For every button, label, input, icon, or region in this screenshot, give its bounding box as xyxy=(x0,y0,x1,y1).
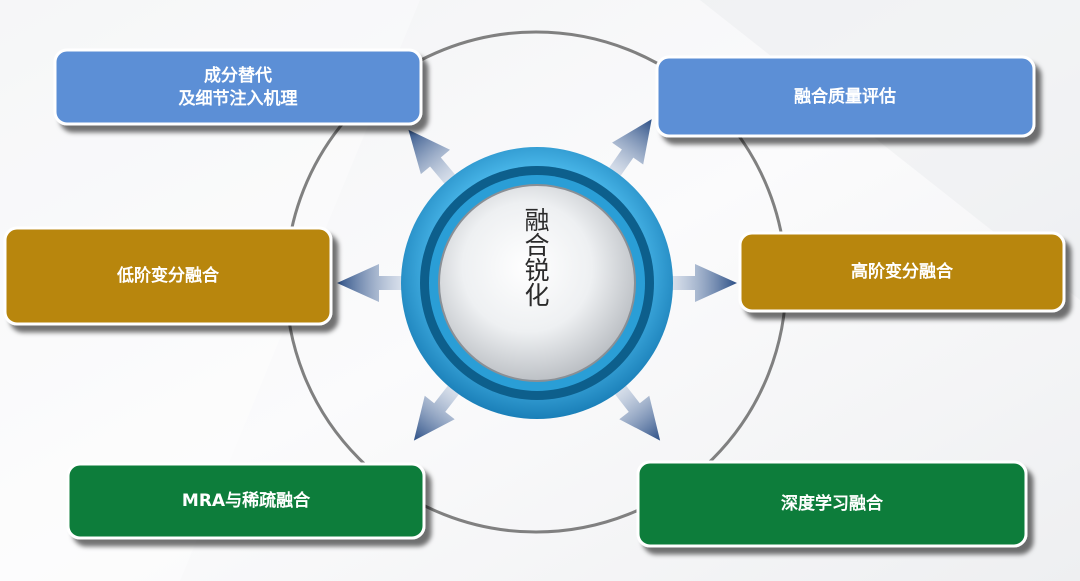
box-label: MRA与稀疏融合 xyxy=(182,490,311,511)
box-shape xyxy=(66,462,426,540)
box-shape xyxy=(3,226,333,326)
arrow-to-low-order-variational xyxy=(337,264,417,302)
box-fusion-quality-eval[interactable]: 融合质量评估 xyxy=(655,55,1036,138)
arrow-to-high-order-variational xyxy=(657,264,737,302)
center-hub: 融 合 锐 化 xyxy=(401,147,673,419)
box-shape xyxy=(738,231,1066,313)
box-shape xyxy=(636,460,1028,548)
box-label: 融合质量评估 xyxy=(794,86,896,107)
box-high-order-variational[interactable]: 高阶变分融合 xyxy=(738,231,1066,313)
center-char: 化 xyxy=(524,281,549,310)
center-char: 融 xyxy=(524,206,549,235)
box-label: 成分替代 xyxy=(204,65,272,86)
box-label: 高阶变分融合 xyxy=(851,261,954,282)
box-deep-learning[interactable]: 深度学习融合 xyxy=(636,460,1028,548)
center-char: 锐 xyxy=(524,256,549,285)
box-label: 低阶变分融合 xyxy=(116,265,220,286)
center-char: 合 xyxy=(524,231,549,260)
box-component-substitution[interactable]: 成分替代 及细节注入机理 xyxy=(53,48,423,126)
box-low-order-variational[interactable]: 低阶变分融合 xyxy=(3,226,333,326)
box-mra-sparse[interactable]: MRA与稀疏融合 xyxy=(66,462,426,540)
box-shape xyxy=(655,55,1036,138)
box-label: 及细节注入机理 xyxy=(179,88,298,109)
box-shape xyxy=(53,48,423,126)
hub-core xyxy=(438,184,636,382)
box-label: 深度学习融合 xyxy=(781,493,884,514)
